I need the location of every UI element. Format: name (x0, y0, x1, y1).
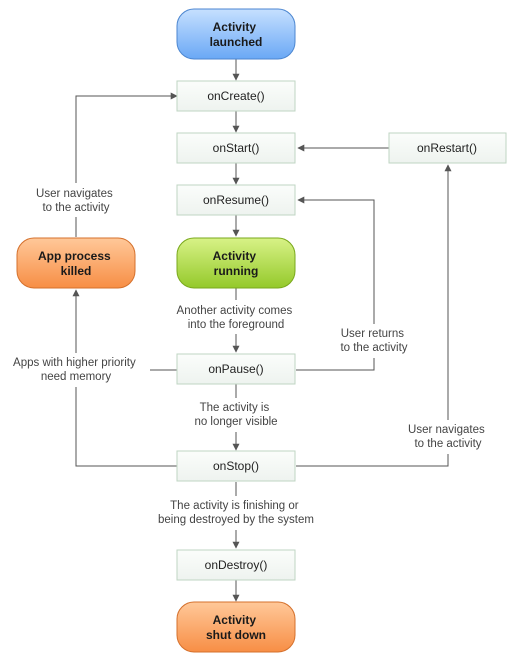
arrow-onstop-to-killed (72, 289, 177, 467)
label-user-navigates-right: User navigates to the activity (400, 420, 496, 454)
onstop-box: onStop() (176, 450, 296, 482)
ondestroy-label: onDestroy() (205, 558, 268, 572)
user-navigates-right-line-1: User navigates (408, 424, 485, 436)
killed-line-2: killed (61, 264, 92, 278)
onstart-box: onStart() (176, 132, 296, 164)
svg-text:User navigates to the: User navigates to the activity (36, 188, 116, 214)
running-line-1: Activity (213, 249, 257, 263)
svg-text:The activity is no lon: The activity is no longer visible (194, 402, 277, 428)
another-activity-line-1: Another activity comes (177, 305, 293, 317)
label-no-longer-visible: The activity is no longer visible (186, 398, 286, 432)
activity-running-state: Activity running (176, 237, 296, 289)
label-another-activity: Another activity comes into the foregrou… (168, 300, 304, 334)
arrow-onstop-to-onrestart (296, 164, 452, 467)
oncreate-box: onCreate() (176, 80, 296, 112)
onpause-label: onPause() (208, 362, 263, 376)
finishing-line-2: being destroyed by the system (158, 514, 314, 526)
user-navigates-left-line-1: User navigates (36, 188, 113, 200)
onstop-label: onStop() (213, 459, 259, 473)
svg-text:Activity launched: Activity launched (210, 20, 263, 49)
running-line-2: running (214, 264, 259, 278)
higher-priority-line-2: need memory (41, 371, 112, 383)
label-user-returns: User returns to the activity (334, 324, 414, 358)
onrestart-label: onRestart() (417, 141, 477, 155)
activity-shut-down-state: Activity shut down (176, 601, 296, 653)
higher-priority-line-1: Apps with higher priority (13, 357, 136, 369)
launched-line-1: Activity (213, 20, 257, 34)
launched-line-2: launched (210, 35, 263, 49)
connectors (72, 59, 452, 602)
finishing-line-1: The activity is finishing or (170, 500, 299, 512)
no-longer-visible-line-1: The activity is (200, 402, 270, 414)
onstart-label: onStart() (213, 141, 260, 155)
onpause-box: onPause() (176, 353, 296, 385)
svg-text:Activity running: Activity running (213, 249, 260, 278)
no-longer-visible-line-2: no longer visible (194, 416, 277, 428)
label-finishing: The activity is finishing or being destr… (150, 496, 322, 530)
svg-text:Another activity comes: Another activity comes into the foregrou… (177, 305, 296, 331)
svg-text:User navigates to the: User navigates to the activity (408, 424, 488, 450)
label-higher-priority: Apps with higher priority need memory (6, 353, 146, 387)
activity-launched-state: Activity launched (176, 8, 296, 60)
edge-labels: User navigates to the activity Another a… (6, 183, 496, 530)
svg-text:Apps with higher priority: Apps with higher priority need memory (13, 357, 139, 383)
svg-text:The activity is finishing or: The activity is finishing or being destr… (158, 500, 314, 526)
arrow-onpause-to-onresume (296, 196, 375, 371)
user-returns-line-2: to the activity (340, 342, 407, 354)
label-user-navigates-left: User navigates to the activity (28, 183, 124, 217)
svg-text:User returns to the ac: User returns to the activity (340, 328, 407, 354)
shutdown-line-1: Activity (213, 613, 257, 627)
killed-line-1: App process (38, 249, 111, 263)
user-navigates-left-line-2: to the activity (42, 202, 109, 214)
shutdown-line-2: shut down (206, 628, 266, 642)
user-navigates-right-line-2: to the activity (414, 438, 481, 450)
another-activity-line-2: into the foreground (188, 319, 285, 331)
svg-text:Activity shut down: Activity shut down (206, 613, 266, 642)
ondestroy-box: onDestroy() (176, 549, 296, 581)
user-returns-line-1: User returns (341, 328, 405, 340)
onrestart-box: onRestart() (388, 132, 507, 164)
svg-text:App process killed: App process killed (38, 249, 114, 278)
oncreate-label: onCreate() (207, 89, 264, 103)
onresume-box: onResume() (176, 184, 296, 216)
app-process-killed-state: App process killed (16, 237, 136, 289)
onresume-label: onResume() (203, 193, 269, 207)
